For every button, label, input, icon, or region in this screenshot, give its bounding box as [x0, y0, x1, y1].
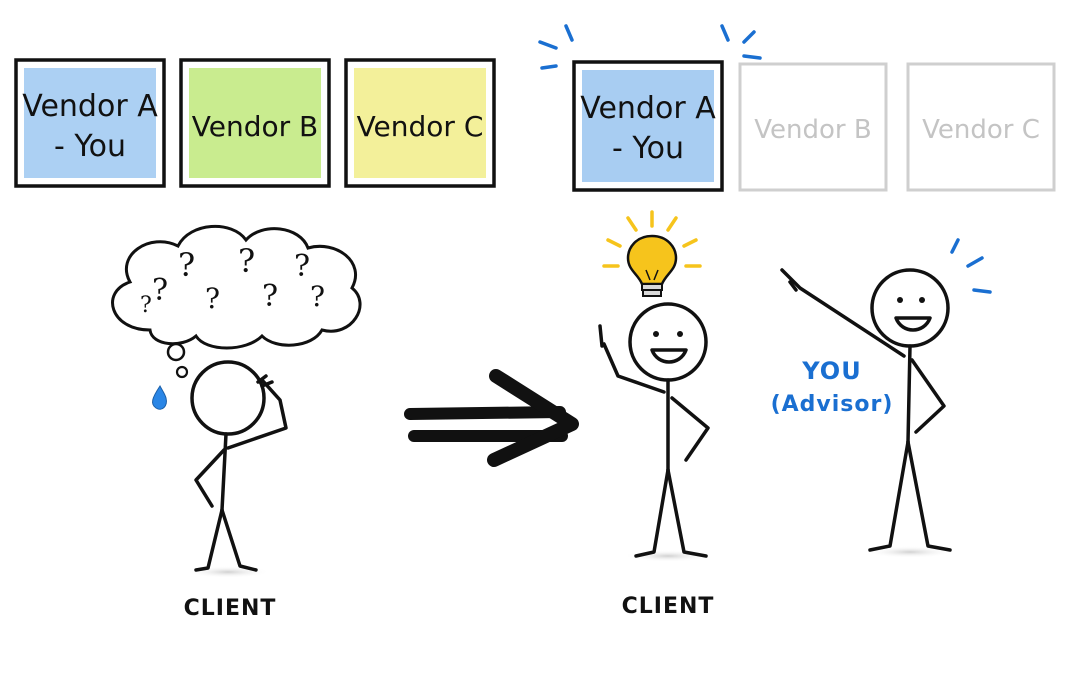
- question-mark: ?: [205, 282, 220, 315]
- after-vendor-row: Vendor A - You Vendor B Vendor C: [572, 60, 1056, 192]
- question-mark: ?: [178, 246, 195, 284]
- vendor-box-a-before-line2: - You: [54, 129, 126, 164]
- before-vendor-row: Vendor A - You Vendor B Vendor C: [14, 58, 496, 188]
- right-arrow-icon: [404, 369, 579, 467]
- vendor-box-a-before: Vendor A - You: [14, 58, 166, 188]
- vendor-box-a-before-line1: Vendor A: [22, 89, 158, 124]
- client-label-before: CLIENT: [184, 596, 277, 621]
- vendor-box-a-after: Vendor A - You: [572, 60, 724, 192]
- question-mark: ?: [262, 279, 278, 314]
- sweat-drop-icon: [152, 385, 167, 410]
- vendor-box-a-after-line2: - You: [612, 131, 684, 166]
- advisor-figure: [780, 268, 954, 558]
- question-mark: ?: [140, 293, 152, 318]
- vendor-box-c-before: Vendor C: [344, 58, 496, 188]
- vendor-box-c-before-label: Vendor C: [357, 110, 484, 143]
- light-bulb-icon: [602, 210, 702, 297]
- question-mark: ?: [238, 242, 255, 280]
- question-mark: ?: [294, 249, 310, 284]
- vendor-box-a-after-line1: Vendor A: [580, 91, 716, 126]
- advisor-label-line2: (Advisor): [771, 392, 894, 417]
- client-label-after: CLIENT: [622, 594, 715, 619]
- question-mark: ?: [152, 273, 168, 308]
- client-confused-figure: [186, 360, 288, 578]
- sparkle-icon: [538, 24, 762, 70]
- advisor-label-line1: YOU: [801, 357, 861, 385]
- vendor-box-b-before-label: Vendor B: [192, 110, 318, 143]
- vendor-box-c-after-label: Vendor C: [922, 115, 1040, 145]
- vendor-box-c-after: Vendor C: [906, 62, 1056, 192]
- sparkle-icon: [950, 238, 992, 294]
- client-happy-figure: [598, 302, 712, 562]
- thought-bubble-icon: ? ? ? ? ? ? ? ?: [111, 225, 362, 379]
- vendor-box-b-after: Vendor B: [738, 62, 888, 192]
- question-mark: ?: [310, 280, 325, 313]
- vendor-box-b-before: Vendor B: [179, 58, 331, 188]
- vendor-box-b-after-label: Vendor B: [754, 115, 871, 145]
